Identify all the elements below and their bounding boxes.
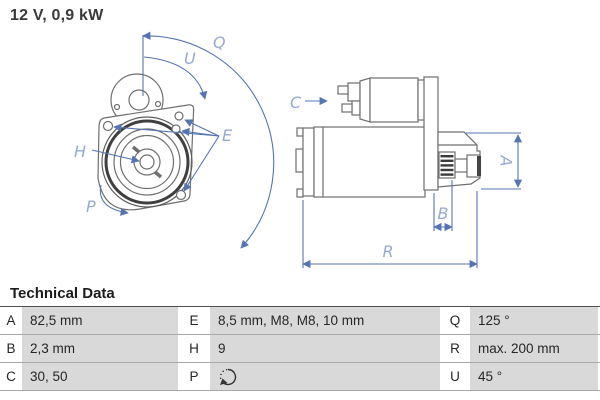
- rating-title: 12 V, 0,9 kW: [10, 7, 104, 24]
- param-value: 9: [210, 335, 440, 362]
- param-value: 8,5 mm, M8, M8, 10 mm: [210, 307, 440, 334]
- label-r-length: R: [382, 242, 393, 261]
- table-row: B 2,3 mm H 9 R max. 200 mm: [0, 335, 600, 363]
- label-e-holes: E: [222, 126, 233, 145]
- param-key: B: [0, 335, 22, 362]
- technical-data-table: A 82,5 mm E 8,5 mm, M8, M8, 10 mm Q 125 …: [0, 306, 600, 391]
- label-b-offset: B: [438, 204, 449, 223]
- param-key: Q: [440, 307, 470, 334]
- side-view-dimensions: [302, 96, 523, 269]
- front-view-dimensions: [91, 31, 275, 249]
- param-key: U: [440, 363, 470, 390]
- technical-data-heading: Technical Data: [10, 285, 115, 302]
- technical-data-section: Technical Data A 82,5 mm E 8,5 mm, M8, M…: [0, 281, 600, 391]
- param-key: E: [178, 307, 210, 334]
- param-value: 2,3 mm: [22, 335, 178, 362]
- rotation-direction-icon: [219, 368, 237, 386]
- side-view-drawing: [295, 76, 481, 198]
- label-p-rotation: P: [86, 197, 96, 216]
- param-key: P: [178, 363, 210, 390]
- label-h-shaft: H: [74, 142, 86, 161]
- label-q-angle: Q: [213, 33, 226, 52]
- param-key: H: [178, 335, 210, 362]
- table-row: A 82,5 mm E 8,5 mm, M8, M8, 10 mm Q 125 …: [0, 307, 600, 335]
- param-key: R: [440, 335, 470, 362]
- param-key: A: [0, 307, 22, 334]
- param-value: max. 200 mm: [470, 335, 598, 362]
- front-view-drawing: [97, 73, 195, 211]
- param-value: 30, 50: [22, 363, 178, 390]
- param-value: [210, 363, 440, 390]
- param-value: 125 °: [470, 307, 598, 334]
- param-value: 45 °: [470, 363, 598, 390]
- label-u-angle: U: [184, 49, 196, 68]
- starter-motor-technical-drawing: Q U E H P: [74, 31, 523, 269]
- param-value: 82,5 mm: [22, 307, 178, 334]
- label-a-diameter: A: [497, 155, 516, 167]
- param-key: C: [0, 363, 22, 390]
- label-c-terminals: C: [290, 93, 302, 112]
- table-row: C 30, 50 P U 45 °: [0, 363, 600, 391]
